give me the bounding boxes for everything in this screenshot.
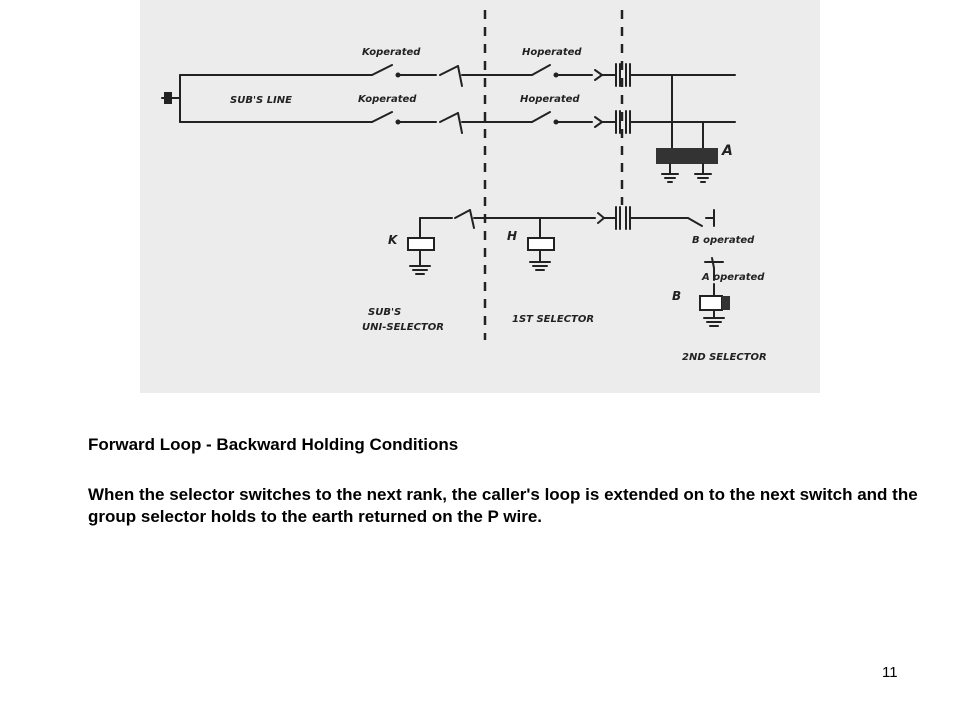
label-b-operated: B operated xyxy=(692,235,755,246)
bottom-line xyxy=(179,110,736,134)
p-wire xyxy=(419,206,715,230)
relay-k xyxy=(407,217,435,275)
label-h-operated-bottom: Hoperated xyxy=(520,94,580,105)
label-a-operated: A operated xyxy=(701,272,765,283)
top-line xyxy=(179,63,736,87)
label-subs-uni-selector-1: SUB'S xyxy=(368,307,401,318)
section-heading: Forward Loop - Backward Holding Conditio… xyxy=(88,435,459,454)
relay-a xyxy=(656,74,718,183)
subscriber-terminal xyxy=(161,74,181,123)
label-subs-line: SUB'S LINE xyxy=(230,95,292,106)
label-k-operated-bottom: Koperated xyxy=(358,94,417,105)
label-relay-a: A xyxy=(721,143,733,159)
label-first-selector: 1ST SELECTOR xyxy=(512,314,594,325)
label-relay-b: B xyxy=(672,289,681,303)
relay-h xyxy=(527,217,555,271)
label-relay-k: K xyxy=(388,233,399,247)
label-k-operated-top: Koperated xyxy=(362,47,421,58)
label-subs-uni-selector-2: UNI-SELECTOR xyxy=(362,322,444,333)
label-relay-h: H xyxy=(507,229,517,243)
relay-b xyxy=(699,257,730,327)
body-paragraph: When the selector switches to the next r… xyxy=(88,485,918,526)
label-second-selector: 2ND SELECTOR xyxy=(682,352,767,363)
label-h-operated-top: Hoperated xyxy=(522,47,582,58)
circuit-diagram: Koperated Hoperated SUB'S LINE Koperated… xyxy=(140,0,820,393)
page-number: 11 xyxy=(882,664,898,681)
